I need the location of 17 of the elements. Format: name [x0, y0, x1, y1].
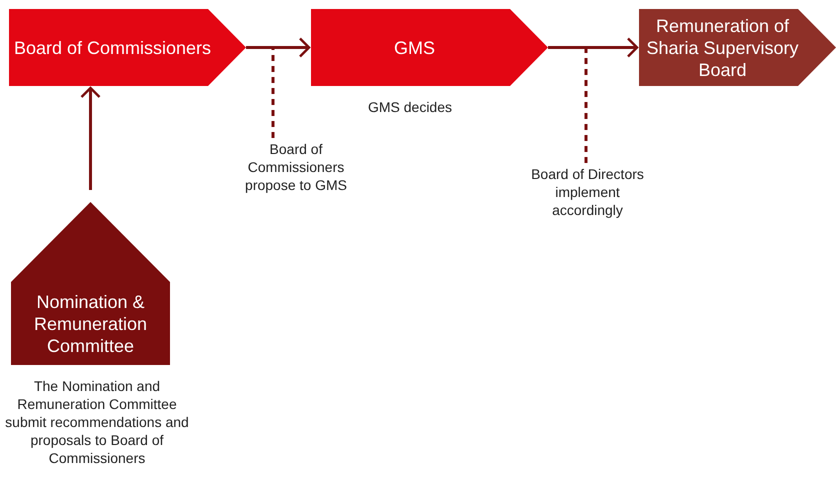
arrow-shape [311, 9, 548, 86]
node-label: Board of Commissioners [14, 36, 212, 58]
annotation-text: Board of Directors implement accordingly [530, 165, 645, 239]
leader-line [584, 49, 588, 163]
house-shape [11, 202, 170, 365]
arrow [548, 37, 638, 58]
node-label: GMS [394, 36, 435, 58]
arrow [80, 86, 101, 190]
caption-text: The Nomination and Remuneration Committee submit recommendations and proposals to Board of Commissioners [4, 377, 190, 467]
node-label: Remuneration of Sharia Supervisory Board [645, 14, 800, 80]
annotation-text: Board of Commissioners propose to GMS [226, 140, 366, 198]
arrow-shape [9, 9, 246, 86]
arrow-shape [639, 9, 836, 86]
node-label: Nomination & Remuneration Committee [32, 290, 148, 356]
leader-line [272, 49, 274, 138]
arrow [246, 37, 310, 58]
caption-text: GMS decides [366, 98, 454, 116]
